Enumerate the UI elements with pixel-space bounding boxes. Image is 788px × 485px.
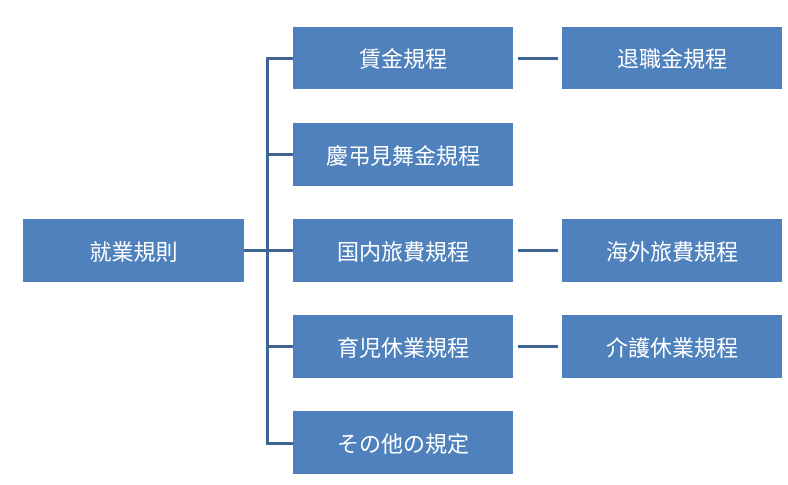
- child-node-label: 育児休業規程: [336, 336, 469, 362]
- grandchild-node-label: 介護休業規程: [605, 336, 738, 362]
- connector-trunk-to-child-2: [266, 153, 293, 156]
- child-node-label: 慶弔見舞金規程: [325, 144, 480, 170]
- child-node-1: 賃金規程: [293, 27, 513, 89]
- grandchild-node-4: 介護休業規程: [562, 315, 782, 378]
- connector-trunk-to-child-4: [266, 345, 293, 348]
- child-node-3: 国内旅費規程: [293, 219, 513, 282]
- grandchild-node-1: 退職金規程: [562, 27, 782, 89]
- connector-trunk-to-child-5: [266, 442, 293, 445]
- connector-root-to-trunk: [244, 249, 268, 252]
- child-node-4: 育児休業規程: [293, 315, 513, 378]
- connector-child-3-to-grandchild: [518, 249, 558, 252]
- root-node: 就業規則: [23, 219, 244, 282]
- child-node-label: 賃金規程: [358, 48, 447, 73]
- connector-trunk-to-child-3: [266, 249, 293, 252]
- grandchild-node-label: 退職金規程: [616, 48, 727, 73]
- connector-child-4-to-grandchild: [518, 345, 558, 348]
- child-node-5: その他の規定: [293, 411, 513, 474]
- child-node-2: 慶弔見舞金規程: [293, 123, 513, 186]
- connector-trunk-to-child-1: [266, 57, 293, 60]
- child-node-label: 国内旅費規程: [336, 240, 469, 266]
- root-node-label: 就業規則: [89, 240, 178, 266]
- grandchild-node-3: 海外旅費規程: [562, 219, 782, 282]
- child-node-label: その他の規定: [336, 432, 469, 458]
- connector-child-1-to-grandchild: [518, 57, 558, 60]
- grandchild-node-label: 海外旅費規程: [605, 240, 738, 266]
